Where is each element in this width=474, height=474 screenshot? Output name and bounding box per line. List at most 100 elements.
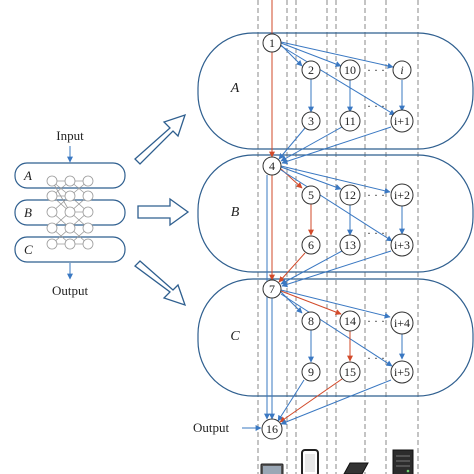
svg-text:3: 3 (308, 114, 314, 128)
svg-text:10: 10 (344, 63, 356, 77)
left-network-panel: Input A B C (14, 128, 126, 298)
mapping-arrows (134, 113, 190, 307)
laptop-icon (260, 463, 284, 474)
edge-i3-7 (281, 250, 392, 288)
node-1: 1 (262, 33, 282, 53)
svg-text:i+5: i+5 (394, 365, 410, 379)
stage-b-container (197, 154, 474, 273)
node-5: 5 (301, 185, 321, 205)
node-10: 10 (339, 59, 361, 81)
svg-text:2: 2 (308, 63, 314, 77)
edge-9-16 (277, 379, 305, 422)
ellipsis-c-top: · · · (367, 314, 385, 328)
ellipsis-b-bottom: · · · (367, 226, 385, 240)
stage-containers (197, 32, 474, 397)
stage-a-label: A (230, 81, 240, 96)
edge-15-16 (279, 378, 343, 423)
edge-4-12 (280, 166, 342, 190)
stage-c-container (197, 278, 474, 397)
node-4: 4 (262, 156, 282, 176)
node-6: 6 (301, 235, 321, 255)
input-label: Input (56, 128, 84, 143)
svg-text:5: 5 (308, 188, 314, 202)
stage-c-label: C (230, 329, 240, 344)
ellipsis-c-bottom: · · · (367, 351, 385, 365)
arrow-to-stage-a (134, 113, 187, 165)
node-13: 13 (339, 234, 361, 256)
svg-text:16: 16 (266, 422, 278, 436)
node-8: 8 (301, 311, 321, 331)
node-i4: i+4 (390, 311, 414, 335)
edge-1-i1 (280, 45, 396, 116)
device-icons (260, 449, 414, 474)
block-a-label: A (23, 168, 32, 183)
edge-i5-16 (280, 379, 392, 425)
edge-7-14 (280, 290, 342, 315)
node-i2: i+2 (390, 183, 414, 207)
svg-text:7: 7 (269, 282, 275, 296)
svg-text:14: 14 (344, 314, 356, 328)
edge-i1-4 (281, 126, 392, 165)
ellipsis-marks: · · · · · · · · · · · · · · · · · · (367, 63, 385, 365)
node-7: 7 (262, 279, 282, 299)
node-11: 11 (339, 110, 361, 132)
svg-text:9: 9 (308, 365, 314, 379)
node-16: 16 (261, 418, 283, 440)
node-i3: i+3 (390, 233, 414, 257)
stage-b-label: B (231, 205, 240, 220)
svg-text:8: 8 (308, 314, 314, 328)
edge-7-8 (280, 291, 303, 314)
svg-text:i: i (400, 63, 403, 77)
svg-text:13: 13 (344, 238, 356, 252)
ellipsis-a-bottom: · · · (367, 99, 385, 113)
edge-1-10 (280, 42, 342, 67)
node-i: i (392, 60, 412, 80)
node-9: 9 (301, 362, 321, 382)
svg-text:i+2: i+2 (394, 188, 410, 202)
arrow-to-stage-b (137, 197, 190, 227)
edge-4-i2 (280, 165, 391, 194)
ellipsis-b-top: · · · (367, 188, 385, 202)
edge-7-i4 (280, 289, 391, 319)
phone-icon (301, 449, 319, 474)
block-c (14, 236, 126, 263)
edge-6-7 (278, 252, 306, 283)
svg-text:1: 1 (269, 36, 275, 50)
nn-neurons (46, 175, 94, 250)
svg-text:6: 6 (308, 238, 314, 252)
tablet-icon (343, 462, 369, 474)
svg-text:4: 4 (269, 159, 275, 173)
edge-1-i (280, 41, 394, 69)
nodes: 1 2 3 10 11 i i+1 4 5 6 12 13 i+2 i+3 7 … (261, 33, 414, 440)
svg-text:12: 12 (344, 188, 356, 202)
arrow-to-stage-c (134, 260, 187, 307)
svg-text:15: 15 (344, 365, 356, 379)
edge-13-7 (280, 250, 343, 285)
server-icon (392, 449, 414, 474)
node-i1: i+1 (390, 109, 414, 133)
stage-a-container (197, 32, 474, 150)
block-a (14, 162, 126, 189)
node-3: 3 (301, 111, 321, 131)
svg-text:i+1: i+1 (394, 114, 410, 128)
output-label: Output (52, 283, 89, 298)
node-14: 14 (339, 310, 361, 332)
node-12: 12 (339, 184, 361, 206)
svg-text:i+3: i+3 (394, 238, 410, 252)
ellipsis-a-top: · · · (367, 63, 385, 77)
block-c-label: C (24, 242, 33, 257)
edge-3-4 (278, 127, 306, 160)
edge-11-4 (280, 126, 343, 162)
node-15: 15 (339, 361, 361, 383)
output-node-label: Output (193, 420, 230, 435)
block-b-label: B (24, 205, 32, 220)
neural-net-icon (46, 175, 94, 250)
node-2: 2 (301, 60, 321, 80)
device-lanes (257, 0, 419, 474)
edge-4-i3 (280, 169, 393, 242)
svg-text:i+4: i+4 (394, 316, 410, 330)
svg-text:11: 11 (344, 114, 356, 128)
node-i5: i+5 (390, 360, 414, 384)
edge-7-i5 (280, 293, 393, 367)
